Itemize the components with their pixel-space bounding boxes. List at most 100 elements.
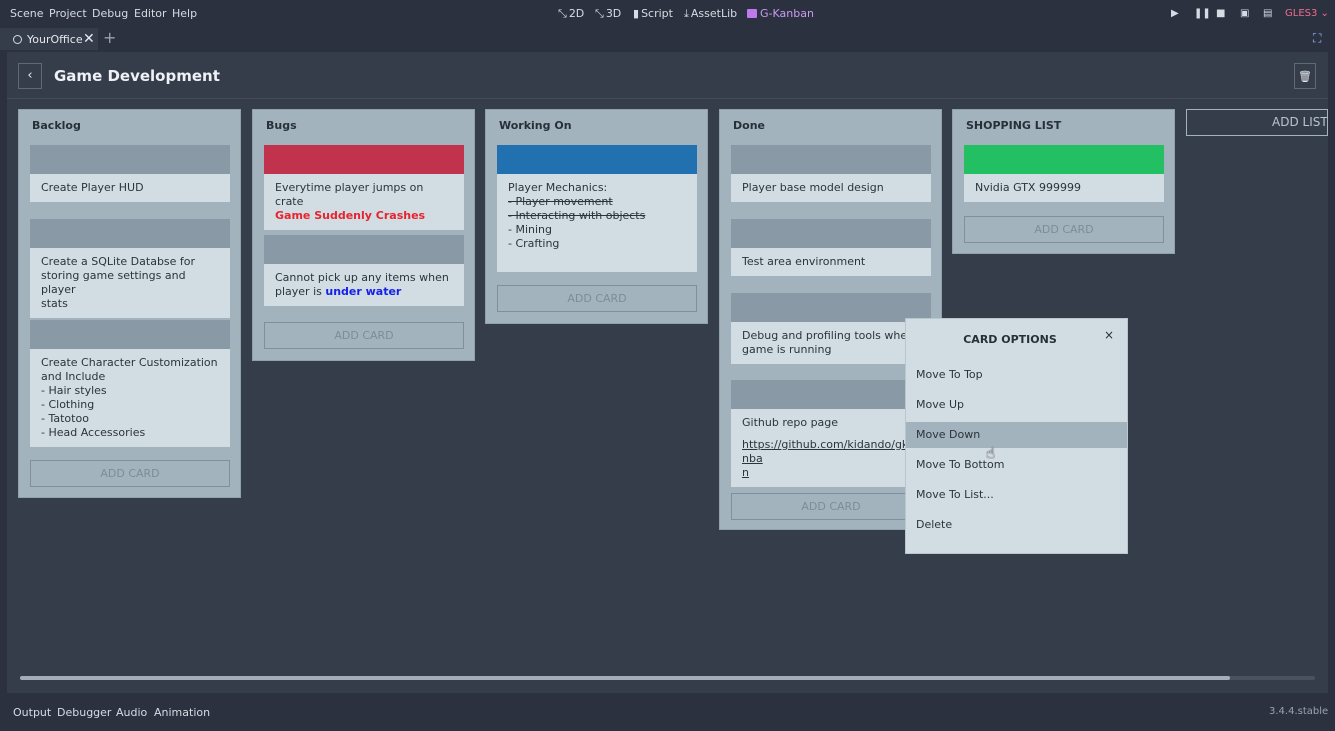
card[interactable]: Create a SQLite Databse for storing game… <box>30 219 230 318</box>
card[interactable]: Debug and profiling tools when game is r… <box>731 293 931 364</box>
card-label <box>731 219 931 248</box>
card-label <box>731 145 931 174</box>
add-card-button[interactable]: ADD CARD <box>964 216 1164 243</box>
scrollbar-thumb[interactable] <box>20 676 1230 680</box>
card[interactable]: Create Character Customization and Inclu… <box>30 320 230 447</box>
card-label <box>497 145 697 174</box>
close-icon[interactable]: × <box>1104 328 1114 342</box>
workspace-script-button[interactable]: ▮Script <box>633 7 673 20</box>
list-shopping-list[interactable]: SHOPPING LIST Nvidia GTX 999999 ADD CARD <box>952 109 1175 254</box>
card[interactable]: Player Mechanics: - Player movement - In… <box>497 145 697 272</box>
scene-icon <box>13 35 22 44</box>
card-label <box>30 320 230 349</box>
version-label: 3.4.4.stable <box>1269 706 1328 717</box>
card-text: Everytime player jumps on crate Game Sud… <box>264 174 464 230</box>
card-text: Player base model design <box>731 174 931 202</box>
option-move-up[interactable]: Move Up <box>906 392 1127 418</box>
list-backlog[interactable]: Backlog Create Player HUD Create a SQLit… <box>18 109 241 498</box>
stop-icon[interactable]: ■ <box>1216 8 1225 19</box>
workspace-assetlib-button[interactable]: ⤓AssetLib <box>684 7 737 21</box>
option-move-to-bottom[interactable]: Move To Bottom <box>906 452 1127 478</box>
card-text: Cannot pick up any items when player is … <box>264 264 464 306</box>
menu-scene[interactable]: Scene <box>10 7 44 20</box>
list-working-on[interactable]: Working On Player Mechanics: - Player mo… <box>485 109 708 324</box>
3d-icon: ⤡ <box>595 7 604 20</box>
close-icon[interactable]: ✕ <box>83 31 95 47</box>
add-card-button[interactable]: ADD CARD <box>30 460 230 487</box>
add-card-button[interactable]: ADD CARD <box>497 285 697 312</box>
card[interactable]: Cannot pick up any items when player is … <box>264 235 464 306</box>
expand-icon[interactable]: ⛶ <box>1313 32 1325 44</box>
hand-cursor-icon: ☝ <box>986 444 995 462</box>
kanban-icon <box>747 9 757 18</box>
card-label <box>264 145 464 174</box>
back-button[interactable]: ‹ <box>18 63 42 89</box>
tab-animation[interactable]: Animation <box>154 706 210 719</box>
tab-output[interactable]: Output <box>13 706 51 719</box>
option-delete[interactable]: Delete <box>906 512 1127 538</box>
menu-editor[interactable]: Editor <box>134 7 167 20</box>
tab-label: YourOffice <box>27 33 83 46</box>
github-link[interactable]: https://github.com/kidando/gkanba <box>742 438 920 466</box>
card[interactable]: Test area environment <box>731 219 931 276</box>
list-title: Bugs <box>266 119 297 132</box>
card-text: Test area environment <box>731 248 931 276</box>
workspace-3d-button[interactable]: ⤡3D <box>595 7 621 21</box>
scene-tab-bar: YourOffice ✕ + ⛶ <box>0 28 1335 50</box>
card[interactable]: Github repo page https://github.com/kida… <box>731 380 931 487</box>
play-custom-scene-icon[interactable]: ▤ <box>1263 8 1272 19</box>
card-text: Create a SQLite Databse for storing game… <box>30 248 230 318</box>
card[interactable]: Nvidia GTX 999999 <box>964 145 1164 202</box>
option-move-to-list[interactable]: Move To List... <box>906 482 1127 508</box>
card-label <box>30 219 230 248</box>
tab-debugger[interactable]: Debugger <box>57 706 111 719</box>
popup-title: CARD OPTIONS <box>906 333 1114 346</box>
play-icon[interactable]: ▶ <box>1171 8 1179 19</box>
renderer-select[interactable]: GLES3 ⌄ <box>1285 8 1329 19</box>
card-label <box>30 145 230 174</box>
menu-debug[interactable]: Debug <box>92 7 128 20</box>
list-bugs[interactable]: Bugs Everytime player jumps on crate Gam… <box>252 109 475 361</box>
card-text: Create Player HUD <box>30 174 230 202</box>
2d-icon: ⤡ <box>558 7 567 20</box>
list-title: SHOPPING LIST <box>966 119 1061 132</box>
card-label <box>964 145 1164 174</box>
trash-icon: 🗑 <box>1298 70 1312 83</box>
card-text: Create Character Customization and Inclu… <box>30 349 230 447</box>
card-options-popup: CARD OPTIONS × Move To Top Move Up Move … <box>905 318 1128 554</box>
card-text: Player Mechanics: - Player movement - In… <box>497 174 697 272</box>
card-label <box>731 293 931 322</box>
option-move-down[interactable]: Move Down <box>906 422 1127 448</box>
download-icon: ⤓ <box>684 7 689 20</box>
pause-icon[interactable]: ❚❚ <box>1194 8 1211 19</box>
board-header: ‹ Game Development 🗑 <box>7 52 1328 99</box>
tab-audio[interactable]: Audio <box>116 706 147 719</box>
kanban-viewport: ‹ Game Development 🗑 Backlog Create Play… <box>7 52 1328 693</box>
add-tab-icon[interactable]: + <box>103 28 116 47</box>
card-text: Debug and profiling tools when game is r… <box>731 322 931 364</box>
card[interactable]: Everytime player jumps on crate Game Sud… <box>264 145 464 230</box>
list-title: Done <box>733 119 765 132</box>
board-title: Game Development <box>54 67 220 85</box>
card[interactable]: Create Player HUD <box>30 145 230 202</box>
card-label <box>731 380 931 409</box>
play-scene-icon[interactable]: ▣ <box>1240 8 1249 19</box>
tab-youroffice[interactable]: YourOffice ✕ <box>0 28 98 50</box>
add-card-button[interactable]: ADD CARD <box>731 493 931 520</box>
script-icon: ▮ <box>633 7 639 20</box>
workspace-gkanban-button[interactable]: G-Kanban <box>747 7 814 20</box>
add-card-button[interactable]: ADD CARD <box>264 322 464 349</box>
delete-board-button[interactable]: 🗑 <box>1294 63 1316 89</box>
workspace-2d-button[interactable]: ⤡2D <box>558 7 584 21</box>
list-title: Backlog <box>32 119 81 132</box>
menu-bar: Scene Project Debug Editor Help ⤡2D ⤡3D … <box>0 0 1335 28</box>
menu-help[interactable]: Help <box>172 7 197 20</box>
card-text: Github repo page https://github.com/kida… <box>731 409 931 487</box>
menu-project[interactable]: Project <box>49 7 87 20</box>
list-title: Working On <box>499 119 572 132</box>
option-move-to-top[interactable]: Move To Top <box>906 362 1127 388</box>
card[interactable]: Player base model design <box>731 145 931 202</box>
add-list-button[interactable]: ADD LIST <box>1186 109 1328 136</box>
horizontal-scrollbar[interactable] <box>20 676 1315 680</box>
card-label <box>264 235 464 264</box>
